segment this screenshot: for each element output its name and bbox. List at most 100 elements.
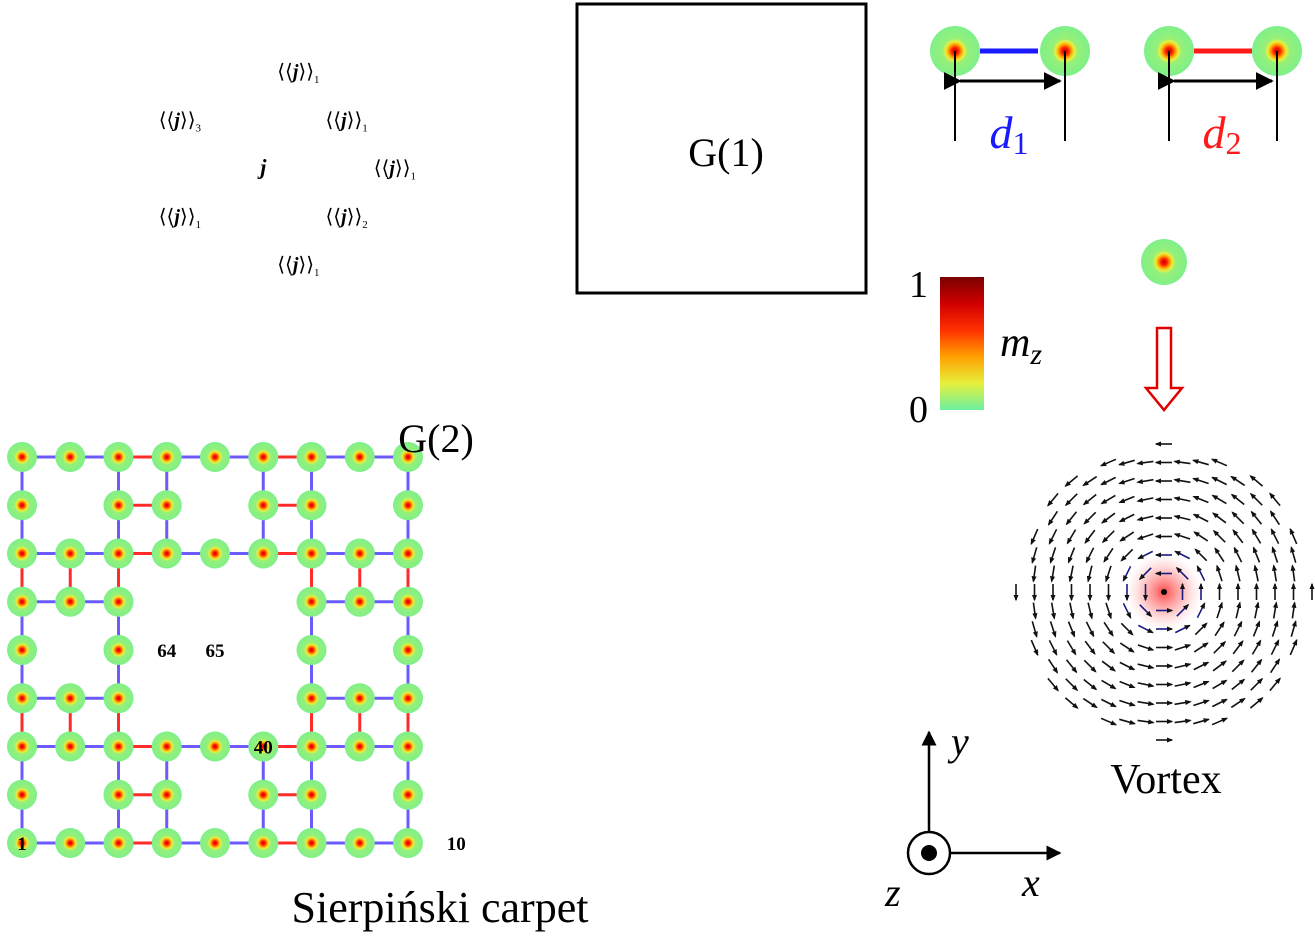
lattice-site <box>103 828 134 858</box>
vortex-spin-arrow <box>1173 514 1191 521</box>
lattice-site <box>55 683 86 714</box>
lattice-site <box>296 490 327 521</box>
vortex-spin-arrow <box>1032 602 1038 620</box>
vortex-spin-arrow <box>1102 641 1116 655</box>
lattice-site <box>344 442 375 472</box>
vortex-spin-arrow <box>1119 699 1136 707</box>
vortex-spin-arrow <box>1069 602 1075 620</box>
lattice-site <box>55 442 86 472</box>
vortex-spin-arrow <box>1249 492 1263 506</box>
vortex-spin-arrow <box>1101 660 1116 672</box>
vortex-spin-arrow <box>1047 658 1059 674</box>
lattice-site <box>103 442 134 472</box>
d2-label: d2 <box>1203 107 1242 161</box>
vortex-spin-arrow <box>1174 700 1192 706</box>
vortex-spin-arrow <box>1252 620 1261 637</box>
vortex-spin-arrow <box>1174 681 1192 687</box>
vortex-spin-arrow <box>1068 565 1074 583</box>
lattice-site <box>7 683 37 714</box>
g2-label: G(2) <box>398 416 474 461</box>
vortex-spin-arrow <box>1194 548 1208 562</box>
vortex-spin-arrow <box>1251 639 1262 655</box>
vortex-spin-arrow <box>1083 511 1097 525</box>
vortex-spin-arrow <box>1250 510 1263 525</box>
neighbor-label: ⟨⟨j⟩⟩1 <box>374 158 416 183</box>
colorbar-label: mz <box>1000 320 1042 371</box>
lattice-site <box>7 442 37 472</box>
vortex-spin-arrow <box>1251 528 1262 544</box>
vortex-spin-arrow <box>1235 601 1242 619</box>
lattice-site <box>200 828 230 858</box>
vortex-spin-arrow <box>1118 513 1135 523</box>
vortex-spin-arrow <box>1139 604 1153 618</box>
vortex-spin-arrow <box>1103 547 1114 563</box>
g1-label: G(1) <box>688 130 764 175</box>
vortex-spin-arrow <box>1253 564 1259 582</box>
vortex-spin-arrow <box>1193 642 1209 653</box>
vortex-spin-arrow <box>1196 602 1206 619</box>
vortex-spin-arrow <box>1137 682 1155 688</box>
vortex-spin-arrow <box>1047 677 1059 692</box>
vortex-spin-arrow <box>1136 533 1154 540</box>
vortex-spin-arrow <box>1101 512 1116 524</box>
vortex-spin-arrow <box>1269 658 1281 674</box>
lattice-site <box>393 490 423 521</box>
lattice-site <box>103 538 134 569</box>
lattice-site <box>344 683 375 714</box>
vortex-spin-arrow <box>1173 533 1191 540</box>
vortex-spin-arrow <box>1065 678 1079 692</box>
vortex-spin-arrow <box>1174 662 1192 669</box>
g1-box <box>575 2 868 295</box>
vortex-spin-arrow <box>1249 697 1264 709</box>
vortex-spin-arrow <box>1233 546 1243 563</box>
lattice-site <box>296 442 327 472</box>
vortex-spin-arrow <box>1105 602 1112 620</box>
vortex-spin-arrow <box>1211 494 1227 505</box>
coordinate-axes: y x z <box>884 719 1062 915</box>
vortex-spin-arrow <box>1230 697 1246 709</box>
lattice-site <box>296 538 327 569</box>
lattice-site <box>103 586 134 617</box>
vortex-spin-arrow <box>1290 620 1297 637</box>
lattice-site <box>248 490 279 521</box>
vortex-spin-arrow <box>1031 621 1038 638</box>
vortex-spin-arrow <box>1176 603 1190 617</box>
vortex-spin-arrow <box>1031 547 1038 564</box>
vortex-spin-arrow <box>1290 546 1297 563</box>
vortex-spin-arrow <box>1082 697 1098 709</box>
lattice-site <box>248 731 279 762</box>
lattice-site <box>344 538 375 569</box>
lattice-site <box>7 635 37 665</box>
vortex-spin-arrow <box>1101 679 1117 690</box>
vortex-spin-arrow <box>1066 640 1077 656</box>
vortex-spin-arrow <box>1173 478 1191 484</box>
vortex-spin-arrow <box>1250 677 1264 691</box>
lattice-site <box>296 635 327 665</box>
vortex-spin-arrow <box>1118 477 1135 485</box>
vortex-spin-arrow <box>1119 642 1135 653</box>
vortex-spin-arrow <box>1047 510 1059 526</box>
vortex-spin-arrow <box>1272 564 1278 582</box>
lattice-site <box>103 683 134 714</box>
vortex-spin-arrow <box>1086 565 1093 583</box>
vortex-label: Vortex <box>1110 757 1221 803</box>
vortex-spin-arrow <box>1212 660 1227 672</box>
lattice-site <box>296 683 327 714</box>
neighbor-label: ⟨⟨j⟩⟩1 <box>277 254 319 279</box>
vortex-spin-arrow <box>1216 564 1223 582</box>
vortex-spin-arrow <box>1048 528 1058 545</box>
transform-arrow-icon <box>1143 326 1185 412</box>
lattice-site <box>7 490 37 521</box>
vortex-spin-arrow <box>1192 459 1209 466</box>
vortex-spin-arrow <box>1119 680 1136 689</box>
vortex-spin-arrow <box>1100 698 1117 708</box>
lattice-site <box>344 731 375 762</box>
lattice-site <box>103 490 134 521</box>
vortex-spin-arrow <box>1211 698 1228 708</box>
vortex-spin-arrow <box>1192 477 1209 485</box>
vortex-spin-arrow <box>1136 478 1154 484</box>
vortex-spin-arrow <box>1100 476 1117 486</box>
vortex-spin-arrow <box>1049 547 1057 564</box>
vortex-spin-arrow <box>1271 620 1279 637</box>
lattice-site <box>393 538 423 569</box>
